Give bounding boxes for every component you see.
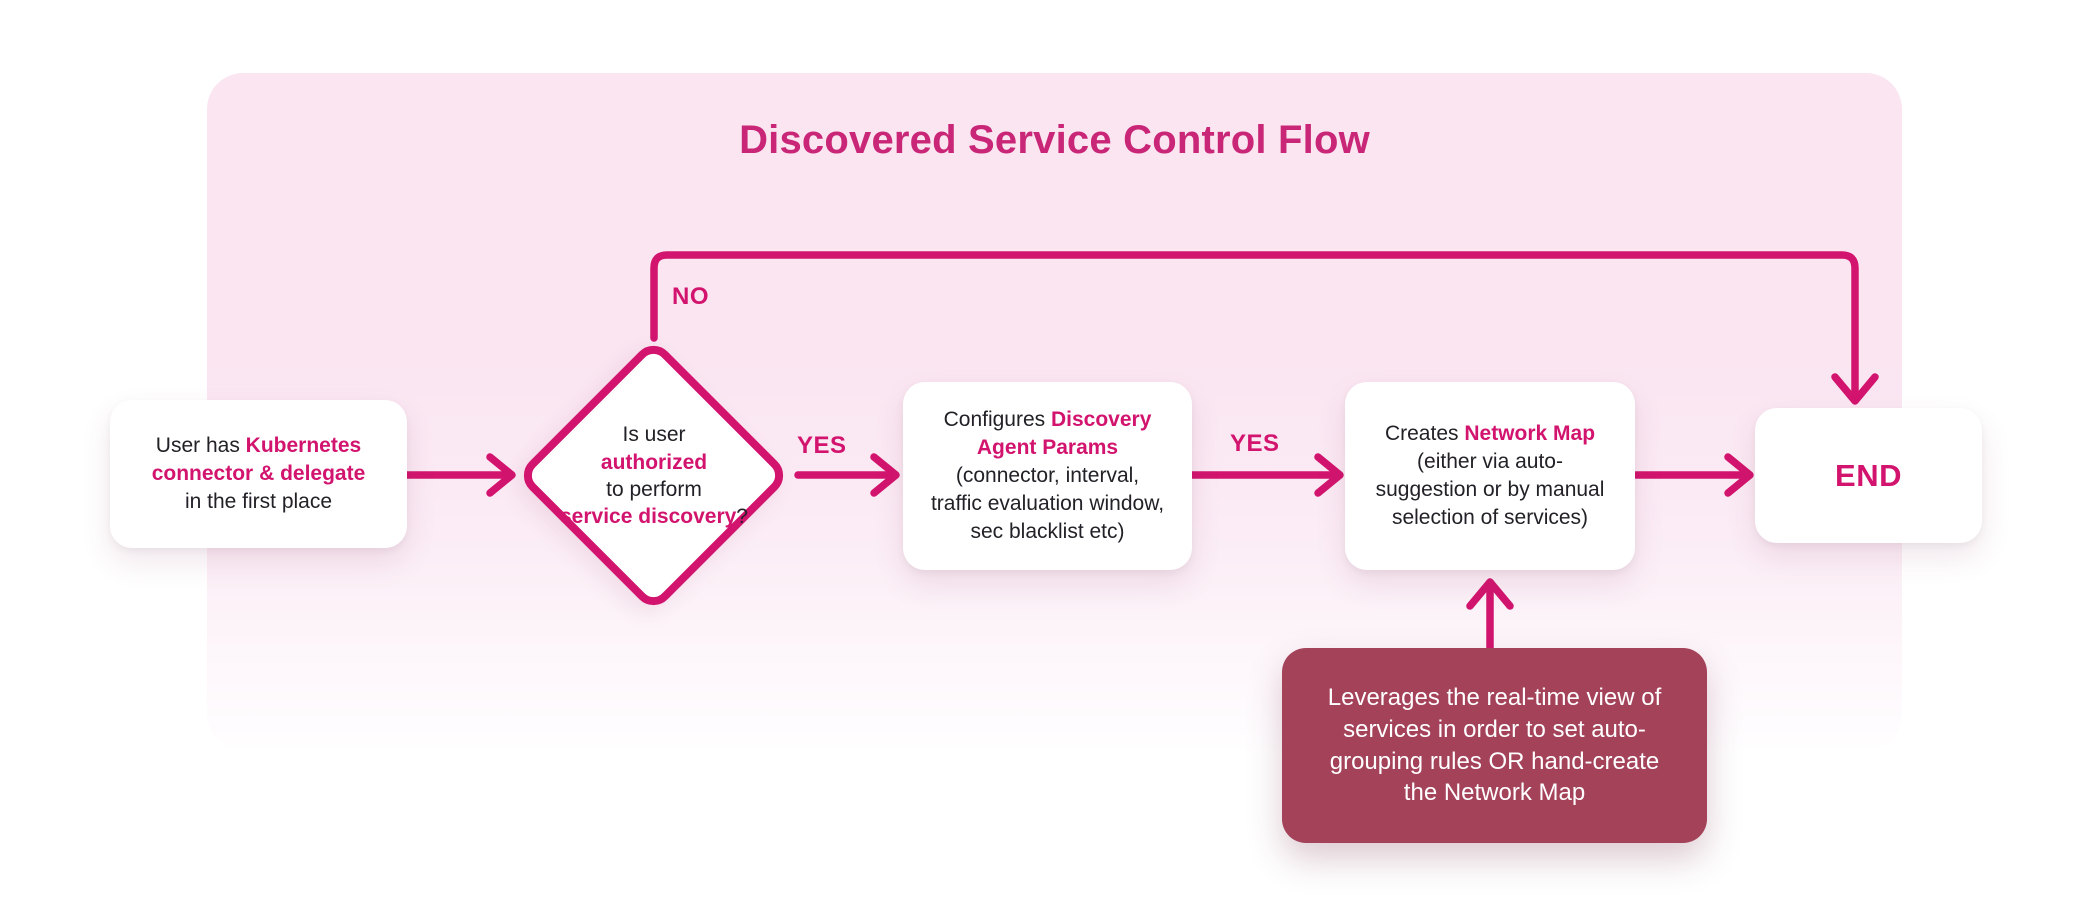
network-map-node: Creates Network Map(either via auto-sugg… (1345, 382, 1635, 570)
end-node-label: END (1835, 457, 1902, 493)
arrowhead-params-to-network (1314, 453, 1344, 497)
diagram-title: Discovered Service Control Flow (739, 118, 1370, 162)
arrowhead-decision-to-params (870, 453, 900, 497)
network-map-node-text: Creates Network Map(either via auto-sugg… (1375, 421, 1605, 530)
arrowhead-note-to-network (1466, 578, 1514, 610)
edge-label-no: NO (672, 283, 709, 310)
arrow-decision-no-to-end (650, 251, 1859, 402)
arrowhead-network-to-end (1724, 453, 1754, 497)
edge-label-yes-2: YES (1230, 430, 1280, 457)
arrowhead-start-to-decision (486, 453, 516, 497)
arrowhead-decision-no-to-end (1831, 373, 1879, 405)
end-node: END (1755, 408, 1982, 543)
edge-label-yes-1: YES (797, 432, 847, 459)
